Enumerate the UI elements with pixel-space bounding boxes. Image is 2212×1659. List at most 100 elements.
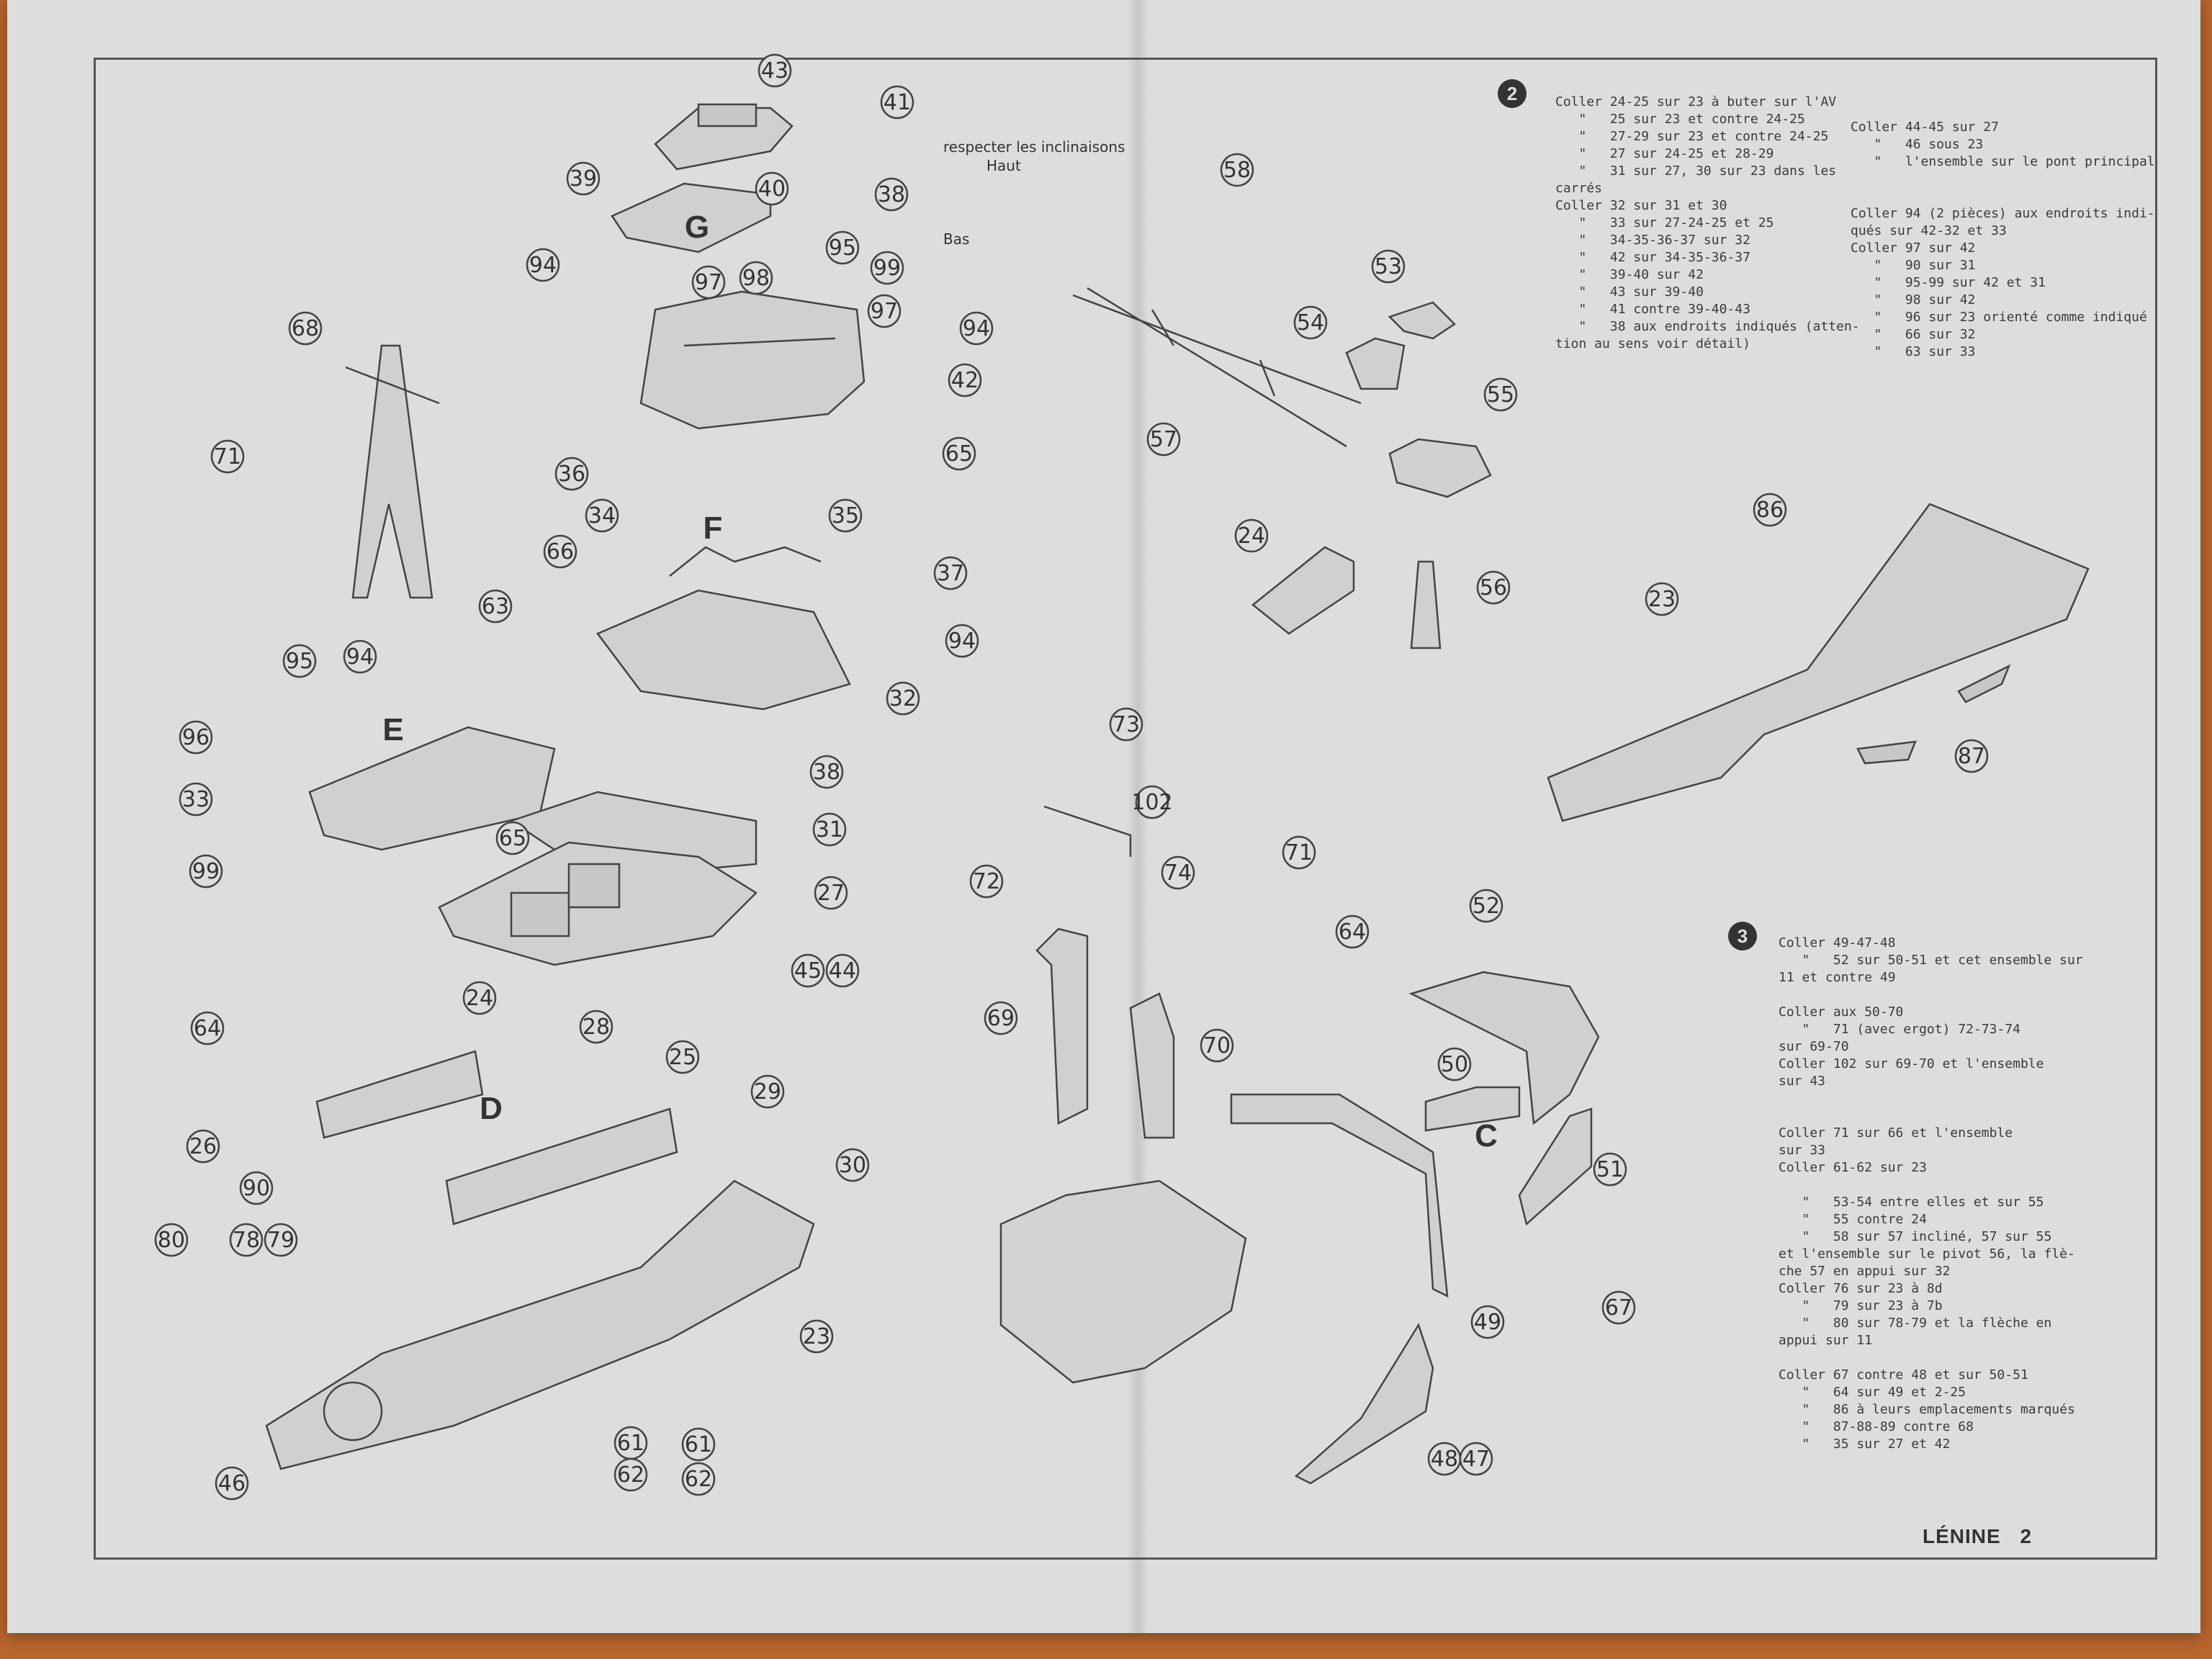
callout-circle [282, 644, 317, 678]
callout-circle [526, 248, 560, 282]
note-line [1779, 1349, 2083, 1367]
callout: 35 [828, 498, 863, 533]
callout-number: 57 [1150, 427, 1177, 452]
callout: 36 [554, 457, 589, 491]
callout-number: 36 [558, 462, 585, 487]
callout-circle [239, 1171, 274, 1205]
callout-number: 68 [292, 316, 319, 341]
callout-number: 71 [1285, 840, 1313, 866]
callout: 66 [543, 534, 577, 569]
callout-number: 28 [583, 1015, 610, 1040]
callout-number: 69 [987, 1006, 1015, 1031]
callout-circle [1335, 914, 1370, 949]
callout-number: 51 [1596, 1157, 1624, 1182]
callout: 38 [809, 755, 844, 789]
callout: 44 [825, 953, 860, 988]
callout-number: 70 [1203, 1033, 1231, 1058]
callout-number: 47 [1462, 1447, 1490, 1472]
callout-number: 37 [937, 561, 964, 586]
callout-number: 64 [1339, 920, 1366, 945]
callout: 42 [948, 363, 982, 397]
note-line: Coller 76 sur 23 à 8d [1779, 1281, 1943, 1296]
callout-number: 94 [346, 644, 374, 670]
note-line: Coller 71 sur 66 et l'ensemble [1779, 1125, 2013, 1141]
callout-number: 95 [286, 649, 313, 674]
note-line: " 90 sur 31 [1851, 258, 1976, 273]
callout: 50 [1437, 1047, 1472, 1082]
callout-number: 33 [182, 787, 210, 812]
note-line: " 79 sur 23 à 7b [1779, 1298, 1943, 1313]
callout-circle [880, 85, 914, 120]
callout-number: 42 [951, 368, 979, 393]
callout: 94 [945, 624, 979, 658]
page-footer: LÉNINE 2 [1923, 1525, 2032, 1548]
callout-circle [874, 177, 909, 212]
callout-number: 95 [829, 235, 856, 261]
step-2-notes-right: Coller 44-45 sur 27 " 46 sous 23 " l'ens… [1851, 119, 2155, 361]
note-line: Coller 94 (2 pièces) aux endroits indi- [1851, 206, 2155, 221]
note-line: " l'ensemble sur le pont principal [1851, 154, 2155, 169]
callout-number: 32 [889, 686, 917, 711]
callout-number: 97 [695, 270, 722, 295]
callout-circle [543, 534, 577, 569]
note-line: " 63 sur 33 [1851, 344, 1976, 359]
callout: 73 [1109, 707, 1143, 742]
callout-number: 98 [742, 266, 770, 291]
callout: 48 [1427, 1442, 1462, 1476]
callout: 52 [1469, 889, 1503, 923]
callout-number: 39 [570, 166, 597, 192]
callout-number: 102 [1131, 790, 1172, 815]
note-line: " 98 sur 42 [1851, 292, 1976, 307]
callout: 94 [343, 639, 377, 674]
callout: 24 [1234, 518, 1269, 553]
callout-number: 94 [963, 316, 990, 341]
callout-circle [1161, 855, 1195, 890]
callout: 98 [739, 261, 773, 295]
callout: 94 [526, 248, 560, 282]
callout: 70 [1200, 1028, 1234, 1063]
callout-number: 65 [945, 441, 973, 467]
group-letter: D [480, 1091, 503, 1126]
callout-number: 99 [192, 859, 220, 884]
callout-circle [942, 436, 976, 471]
inclination-top: Haut [986, 157, 1021, 174]
callout: 38 [874, 177, 909, 212]
callout: 39 [566, 161, 601, 196]
callout-circle [264, 1223, 298, 1257]
callout: 61 [613, 1426, 648, 1460]
note-line: " 33 sur 27-24-25 et 25 [1555, 215, 1774, 230]
callout: 41 [880, 85, 914, 120]
callout-circle [959, 311, 994, 346]
callout-number: 53 [1375, 254, 1402, 279]
note-line: " 96 sur 23 orienté comme indiqué [1851, 310, 2147, 325]
note-line: " 95-99 sur 42 et 31 [1851, 275, 2046, 290]
callout-number: 94 [948, 629, 976, 654]
callout-number: 61 [685, 1432, 712, 1457]
callout-circle [1220, 153, 1254, 187]
callout-circle [1593, 1152, 1627, 1187]
callout-circle [814, 876, 848, 910]
callout-number: 80 [158, 1228, 185, 1253]
callout-number: 55 [1487, 382, 1514, 408]
note-line: Coller 44-45 sur 27 [1851, 120, 1999, 135]
callout-circle [613, 1457, 648, 1492]
callout-number: 62 [617, 1462, 644, 1488]
callout: 47 [1459, 1442, 1493, 1476]
callout-circle [579, 1010, 613, 1044]
callout-number: 46 [218, 1471, 246, 1496]
callout-circle [179, 782, 213, 817]
callout: 34 [585, 498, 619, 533]
callout: 79 [264, 1223, 298, 1257]
callout: 32 [886, 681, 920, 716]
callout-circle [1483, 377, 1518, 412]
callout-number: 64 [194, 1016, 221, 1041]
callout-circle [681, 1462, 716, 1496]
callout-number: 78 [233, 1228, 260, 1253]
group-letter: C [1475, 1118, 1498, 1154]
callout-number: 86 [1756, 498, 1784, 523]
callout-number: 41 [884, 90, 911, 115]
callout: 58 [1220, 153, 1254, 187]
callout: 57 [1146, 422, 1181, 457]
